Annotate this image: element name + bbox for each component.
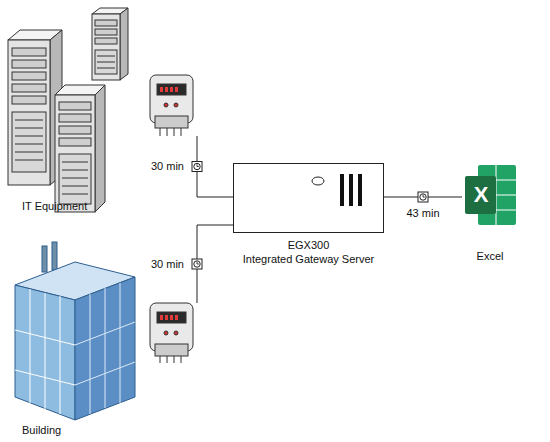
building <box>15 242 135 420</box>
status-led <box>312 177 324 185</box>
clock-icon <box>192 162 202 172</box>
equipment-group: IT Equipment <box>0 0 198 136</box>
server-tower <box>8 30 62 185</box>
energy-meter <box>150 303 193 363</box>
logo-letter: X <box>474 183 489 207</box>
excel-group: Excel <box>462 162 520 228</box>
building-group: Building <box>0 303 198 418</box>
node-label: IT Equipment <box>22 200 87 213</box>
node-label: Building <box>22 424 61 437</box>
clock-icon <box>192 259 202 269</box>
node-label: Excel <box>477 250 504 263</box>
port-bar <box>349 174 353 206</box>
port-bar <box>358 174 362 206</box>
node-label: EGX300 <box>288 239 330 252</box>
node-sublabel: Integrated Gateway Server <box>243 253 374 266</box>
server-tower <box>92 8 128 80</box>
energy-meter <box>150 75 193 136</box>
excel-icon <box>465 165 516 225</box>
gateway-box: EGX300Integrated Gateway Server <box>233 163 384 233</box>
interval-label: 43 min <box>405 207 440 220</box>
gateway-symbol <box>234 164 383 232</box>
interval-label: 30 min <box>150 258 185 271</box>
server-tower <box>55 85 105 212</box>
interval-label: 30 min <box>150 160 185 173</box>
port-bar <box>340 174 344 206</box>
clock-icon <box>418 192 428 202</box>
